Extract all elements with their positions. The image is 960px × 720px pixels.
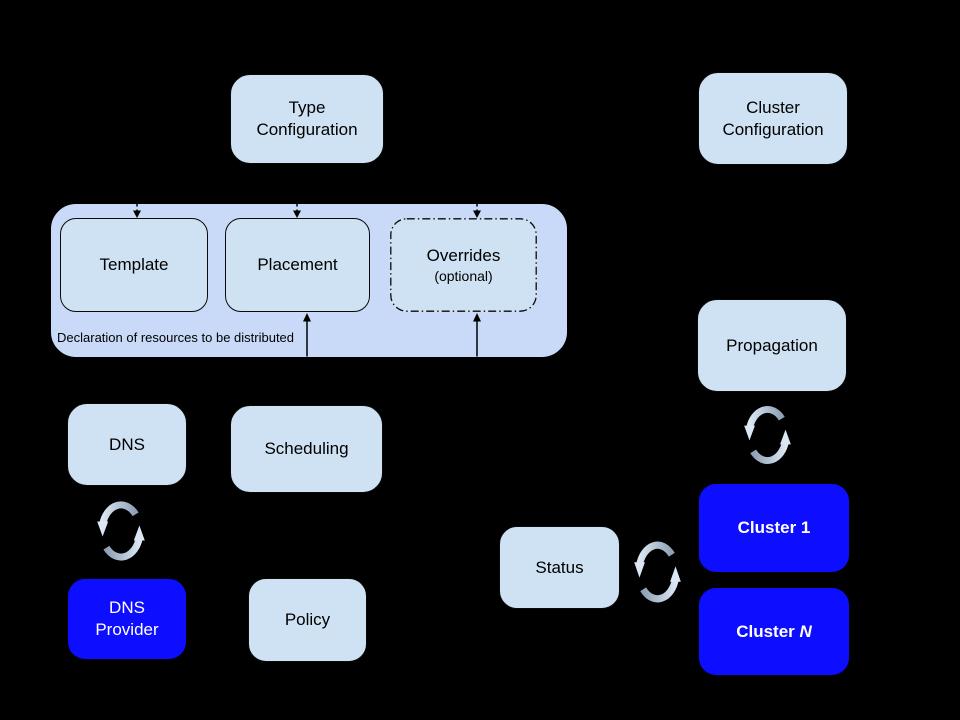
node-sublabel: (optional) <box>434 268 493 284</box>
node-dns: DNS <box>67 403 187 486</box>
node-label-line: Provider <box>95 620 159 639</box>
node-label-line: Configuration <box>722 119 824 139</box>
node-cluster-1: Cluster 1 <box>698 483 850 573</box>
declaration-caption: Declaration of resources to be distribut… <box>57 330 295 345</box>
node-type-configuration: Type Configuration <box>230 74 384 164</box>
node-cluster-n: Cluster N <box>698 587 850 676</box>
node-label: DNS <box>109 434 145 454</box>
node-label-line: Type <box>288 98 326 117</box>
node-label: Policy <box>284 610 331 629</box>
node-label: Cluster 1 <box>737 518 811 537</box>
node-label: Template <box>99 255 169 274</box>
node-policy: Policy <box>248 578 367 662</box>
node-scheduling: Scheduling <box>230 405 383 493</box>
node-template: Template <box>60 218 208 312</box>
node-status: Status <box>499 526 620 609</box>
node-label: Placement <box>257 255 338 274</box>
node-label: Cluster N <box>736 621 812 643</box>
node-label: Propagation <box>726 335 818 355</box>
sync-arrows-icon <box>95 497 147 565</box>
node-label-line: DNS <box>109 598 145 617</box>
node-placement: Placement <box>225 218 370 312</box>
node-label-line: Cluster <box>746 97 800 117</box>
sync-arrows-icon <box>742 401 793 469</box>
node-dns-provider: DNS Provider <box>67 578 187 660</box>
node-label: Scheduling <box>264 439 349 458</box>
sync-arrows-icon <box>632 537 683 607</box>
node-cluster-configuration: Cluster Configuration <box>698 72 848 165</box>
node-label-italic-n: N <box>799 621 812 641</box>
node-propagation: Propagation <box>697 299 847 392</box>
node-overrides: Overrides (optional) <box>390 218 537 312</box>
node-label-prefix: Cluster <box>736 621 800 641</box>
node-label-line: Configuration <box>256 120 358 139</box>
node-label: Status <box>535 557 584 577</box>
node-label: Overrides <box>426 246 501 265</box>
